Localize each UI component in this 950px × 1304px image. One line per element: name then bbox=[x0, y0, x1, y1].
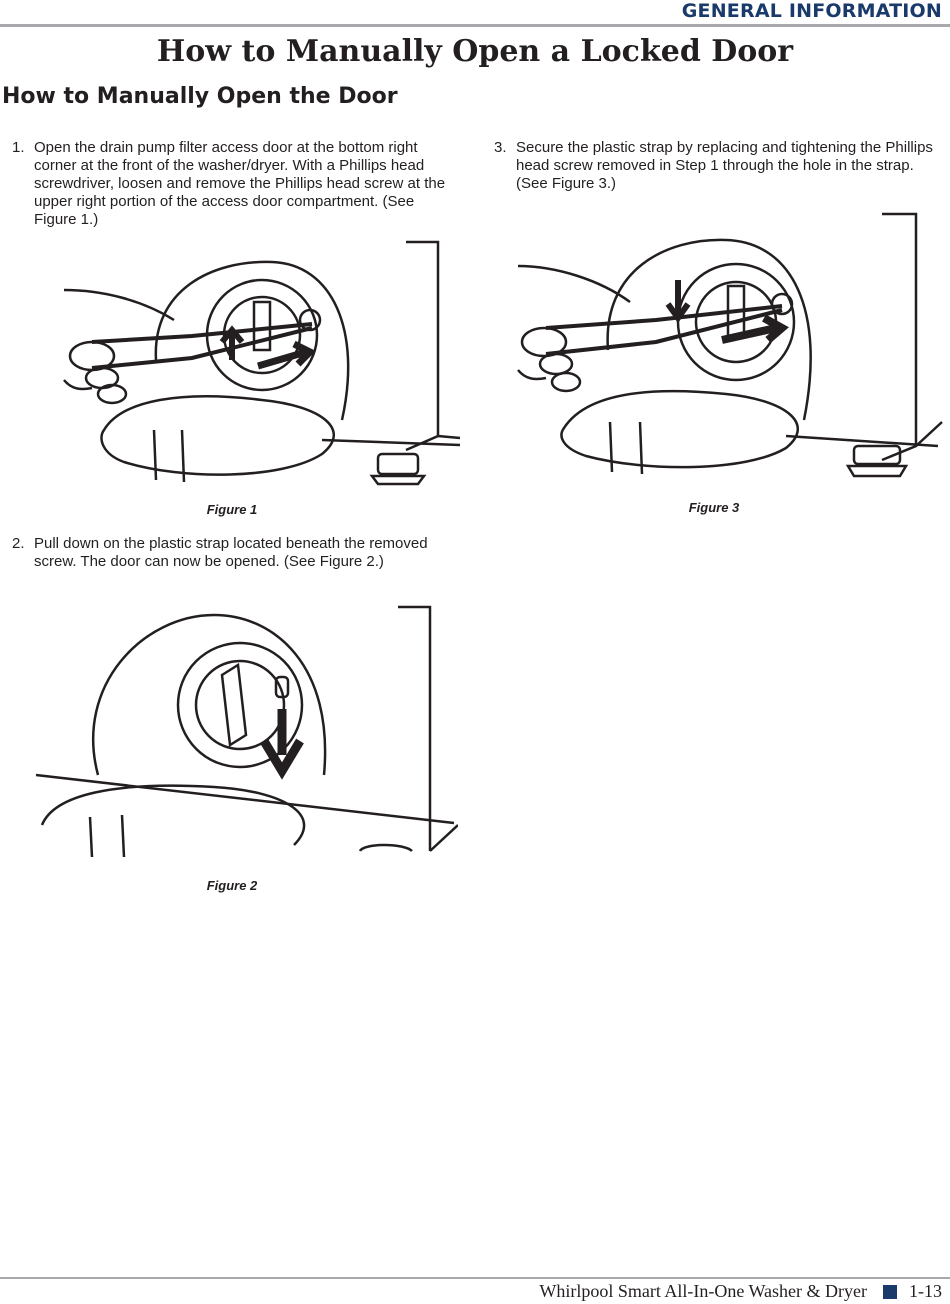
step-2: 2. Pull down on the plastic strap locate… bbox=[12, 535, 460, 595]
figure-2-illustration bbox=[34, 605, 458, 857]
footer-product-name: Whirlpool Smart All-In-One Washer & Drye… bbox=[539, 1281, 867, 1301]
step-text: Open the drain pump filter access door a… bbox=[34, 139, 446, 228]
step-number: 3. bbox=[494, 139, 507, 156]
step-3: 3. Secure the plastic strap by replacing… bbox=[494, 139, 944, 199]
figure-3-caption: Figure 3 bbox=[688, 500, 740, 515]
step-text: Secure the plastic strap by replacing an… bbox=[516, 139, 933, 192]
step-text: Pull down on the plastic strap located b… bbox=[34, 535, 428, 570]
step-1: 1. Open the drain pump filter access doo… bbox=[12, 139, 460, 234]
section-heading: How to Manually Open the Door bbox=[2, 84, 398, 109]
step-number: 2. bbox=[12, 535, 25, 552]
figure-3-illustration bbox=[516, 210, 944, 482]
figure-2-caption: Figure 2 bbox=[206, 878, 258, 893]
square-bullet-icon bbox=[883, 1284, 897, 1299]
figure-1-illustration bbox=[62, 240, 462, 492]
page-number: 1-13 bbox=[909, 1281, 942, 1301]
figure-1-caption: Figure 1 bbox=[206, 502, 258, 517]
header-divider bbox=[0, 24, 950, 27]
page-footer: Whirlpool Smart All-In-One Washer & Drye… bbox=[539, 1281, 942, 1302]
page-title: How to Manually Open a Locked Door bbox=[156, 34, 794, 69]
footer-divider bbox=[0, 1277, 950, 1279]
step-number: 1. bbox=[12, 139, 25, 156]
section-header: GENERAL INFORMATION bbox=[681, 0, 942, 22]
